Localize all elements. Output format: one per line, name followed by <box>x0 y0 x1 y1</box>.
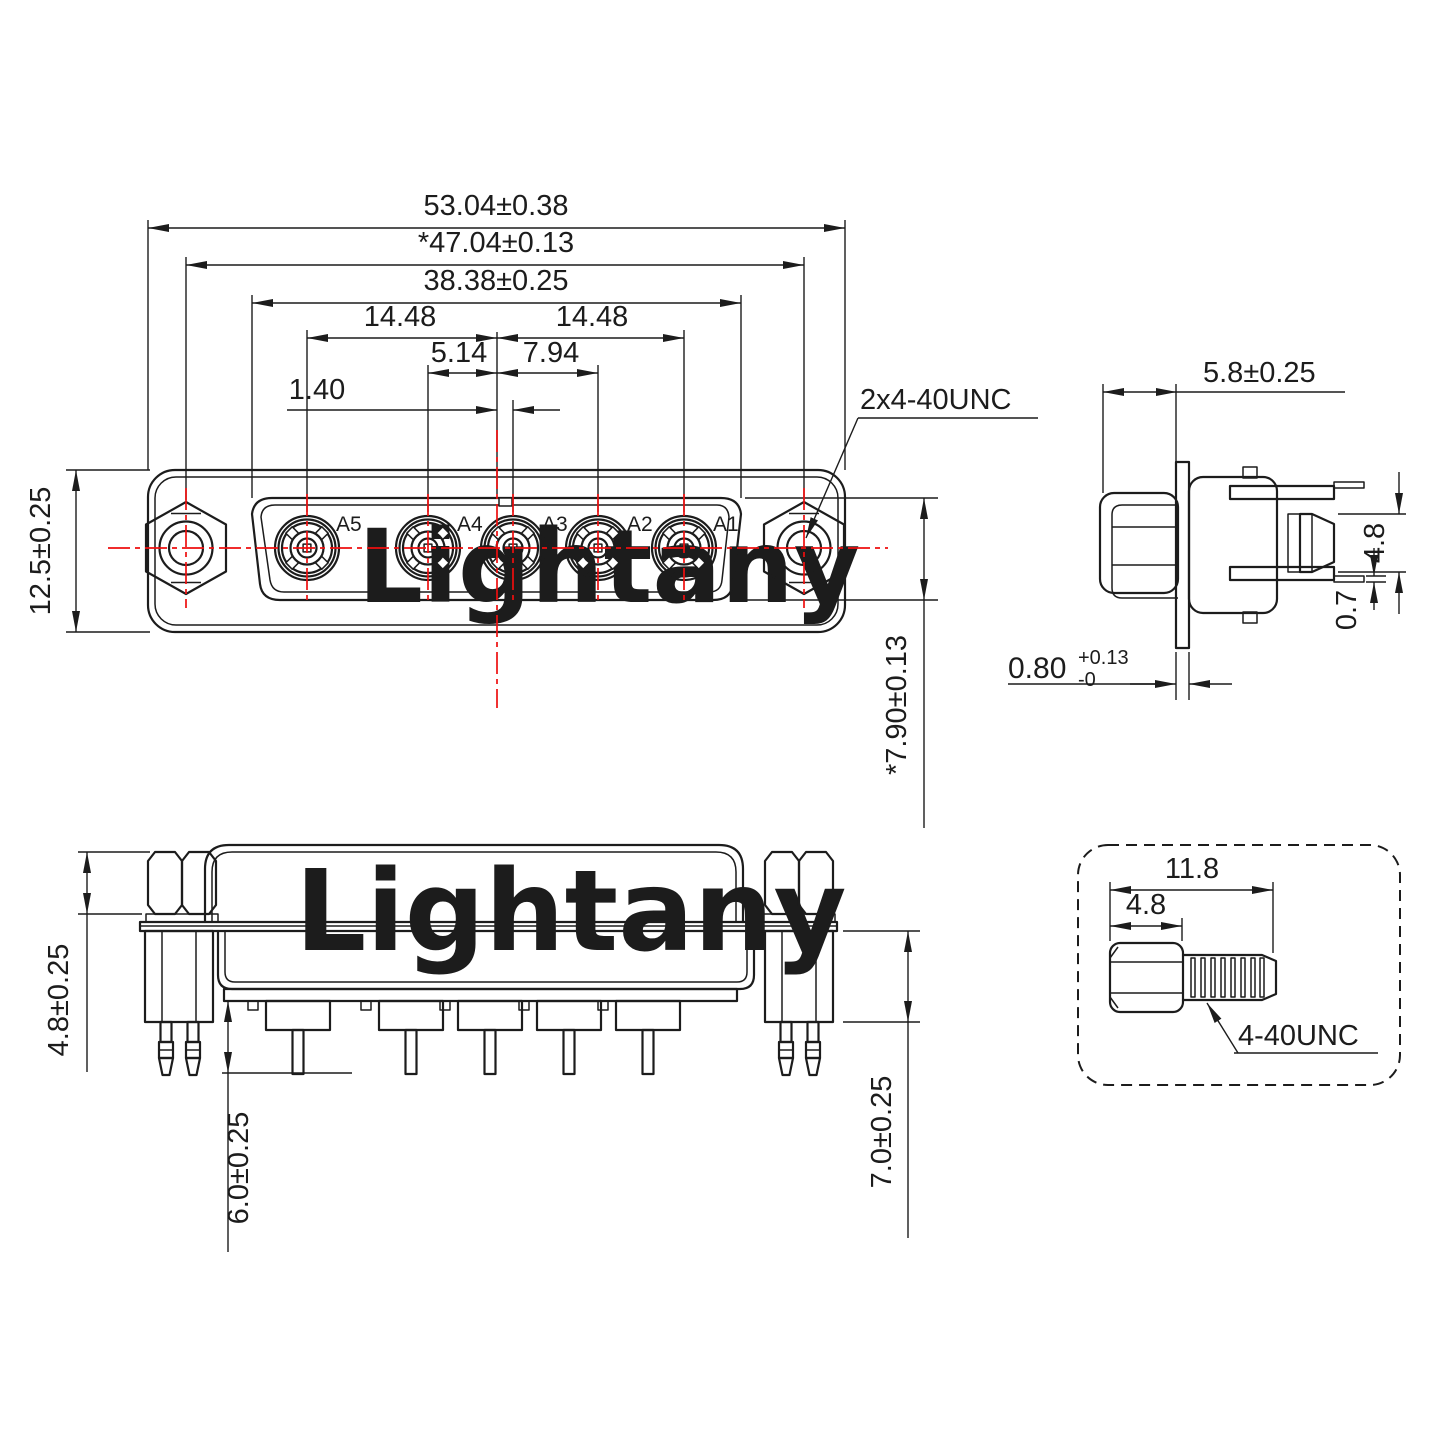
polarization-notch <box>498 497 513 507</box>
insert-inner-line <box>260 504 730 593</box>
dim-a4-offset: 5.14 <box>431 337 487 369</box>
side-tab-bottom <box>1242 611 1258 624</box>
watermark-bottom: Lightany <box>295 847 847 977</box>
side-pin-top <box>1333 481 1365 489</box>
dim-screw-head-length: 4.8 <box>1126 889 1166 921</box>
side-rail-top <box>1228 484 1336 501</box>
bottom-view: 4.8±0.25 6.0±0.25 7.0±0.25 <box>43 843 920 1252</box>
side-dimension-lines <box>1008 388 1403 688</box>
screw-head <box>1108 941 1185 1014</box>
front-view: 53.04±0.38 *47.04±0.13 38.38±0.25 14.48 … <box>25 190 1038 828</box>
label-a2: A2 <box>627 513 653 536</box>
bottom-dimension-lines <box>83 852 912 1252</box>
dim-a3-offset: 1.40 <box>289 374 345 406</box>
side-rail-bottom <box>1228 565 1336 582</box>
screw-thread-shaft <box>1181 953 1278 1002</box>
label-a4: A4 <box>457 513 483 536</box>
side-plug <box>1298 512 1336 574</box>
insert-outline <box>250 496 743 602</box>
dim-pitch-left: 14.48 <box>364 301 437 333</box>
dim-mating-height: 4.8 <box>1359 523 1391 563</box>
side-hex-nut <box>1111 504 1178 599</box>
solder-pin-4 <box>517 999 603 1076</box>
standoff-hex-left-b <box>180 850 218 916</box>
jackscrew-right <box>763 929 835 1077</box>
solder-pin-5 <box>596 999 682 1076</box>
solder-pin-1 <box>246 999 332 1076</box>
dim-pin-length: 6.0±0.25 <box>223 1112 255 1225</box>
dim-flange-tol-lower: -0 <box>1078 669 1096 691</box>
front-centerlines <box>108 430 888 708</box>
bottom-insert-plate <box>222 987 739 1003</box>
solder-pin-2 <box>359 999 445 1076</box>
label-a3: A3 <box>542 513 568 536</box>
dim-flange-tol-upper: +0.13 <box>1078 647 1129 669</box>
side-shell <box>1098 491 1180 595</box>
screw-thread-label: 4-40UNC <box>1238 1020 1359 1052</box>
dim-body-height: 12.5±0.25 <box>25 487 57 616</box>
side-view: 5.8±0.25 4.8 0.7 0.80 +0.13 -0 <box>1008 357 1406 700</box>
screw-dimension-lines <box>1110 886 1378 1054</box>
dim-insert-width: 38.38±0.25 <box>424 265 569 297</box>
solder-pin-3 <box>438 999 524 1076</box>
dim-pin-thickness: 0.7 <box>1331 590 1363 630</box>
dim-front-depth: 5.8±0.25 <box>1203 357 1316 389</box>
watermark: Lightany Lightany <box>295 508 860 977</box>
side-body <box>1187 475 1279 615</box>
dim-standoff-height: 4.8±0.25 <box>43 944 75 1057</box>
dim-overall-width: 53.04±0.38 <box>424 190 569 222</box>
dim-jackscrew-depth: 7.0±0.25 <box>866 1076 898 1189</box>
label-a5: A5 <box>336 513 362 536</box>
dim-screw-total-length: 11.8 <box>1165 853 1219 885</box>
side-pin-bottom <box>1333 575 1365 583</box>
screw-threads <box>1190 957 1265 998</box>
dim-opening-height: *7.90±0.13 <box>881 635 913 775</box>
dim-a2-offset: 7.94 <box>523 337 579 369</box>
dim-pitch-right: 14.48 <box>556 301 629 333</box>
front-extension-lines <box>66 220 938 633</box>
jackscrew-left <box>143 929 215 1077</box>
front-dimension-lines <box>72 224 1038 828</box>
label-a1: A1 <box>713 513 739 536</box>
dim-mount-width: *47.04±0.13 <box>418 227 574 259</box>
contact-labels: A5 A4 A3 A2 A1 <box>336 513 739 536</box>
bottom-shell-outline <box>203 843 745 924</box>
screw-detail: 11.8 4.8 4-40UNC <box>1077 844 1401 1086</box>
detail-box <box>1077 844 1401 1086</box>
bottom-shell-inner <box>211 851 737 922</box>
bottom-extension-lines <box>78 851 920 1074</box>
side-tab-top <box>1242 466 1258 479</box>
standoff-hex-left-a <box>146 850 184 916</box>
thread-callout: 2x4-40UNC <box>860 384 1012 416</box>
dim-flange-thickness: 0.80 <box>1008 652 1066 685</box>
